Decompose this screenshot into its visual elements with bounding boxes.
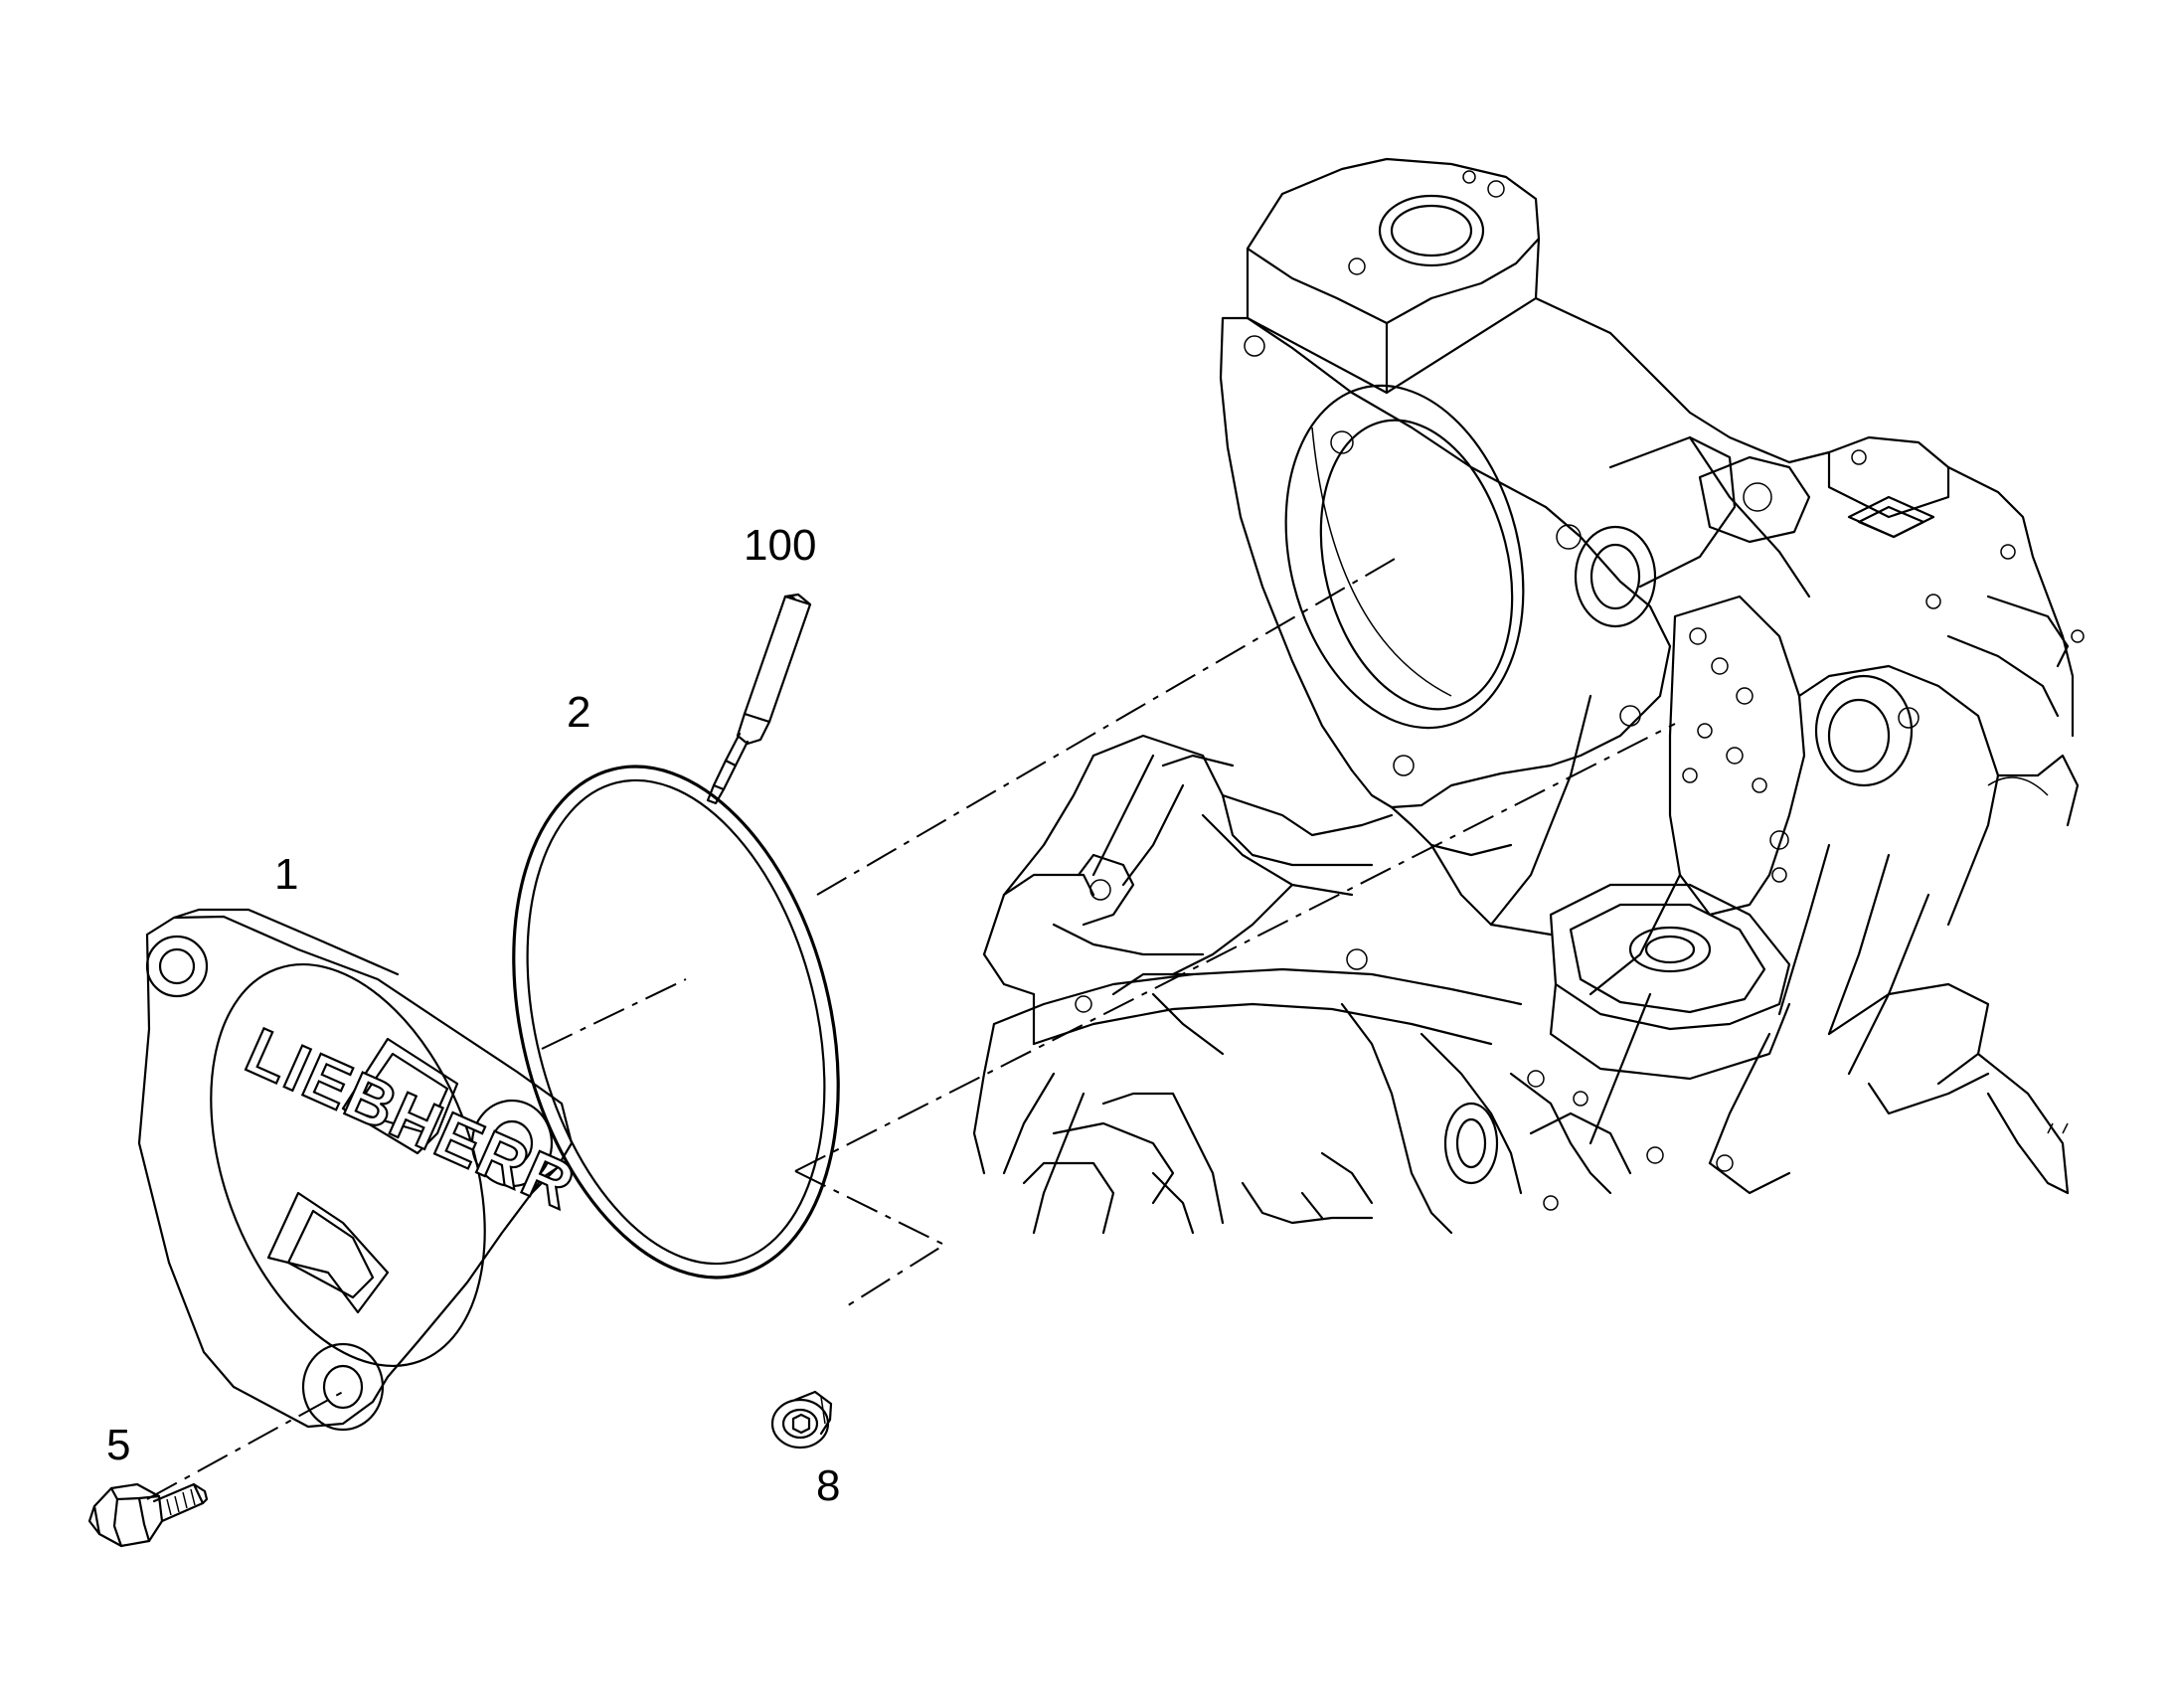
cover-logo: LIEBHERR <box>236 1013 586 1223</box>
callout-8: 8 <box>816 1461 841 1510</box>
plug-screw-icon <box>770 1390 833 1450</box>
sealant-tube-icon <box>706 593 812 805</box>
o-ring-icon <box>512 765 840 1280</box>
callout-2: 2 <box>567 688 591 737</box>
assembly-centerlines <box>146 554 1676 1500</box>
hex-bolt-icon <box>87 1482 209 1548</box>
callout-1: 1 <box>274 850 299 899</box>
cover-plate-icon: LIEBHERR <box>137 908 587 1432</box>
callout-100: 100 <box>744 521 817 570</box>
housing-icon <box>972 157 2085 1235</box>
callout-5: 5 <box>106 1421 131 1469</box>
